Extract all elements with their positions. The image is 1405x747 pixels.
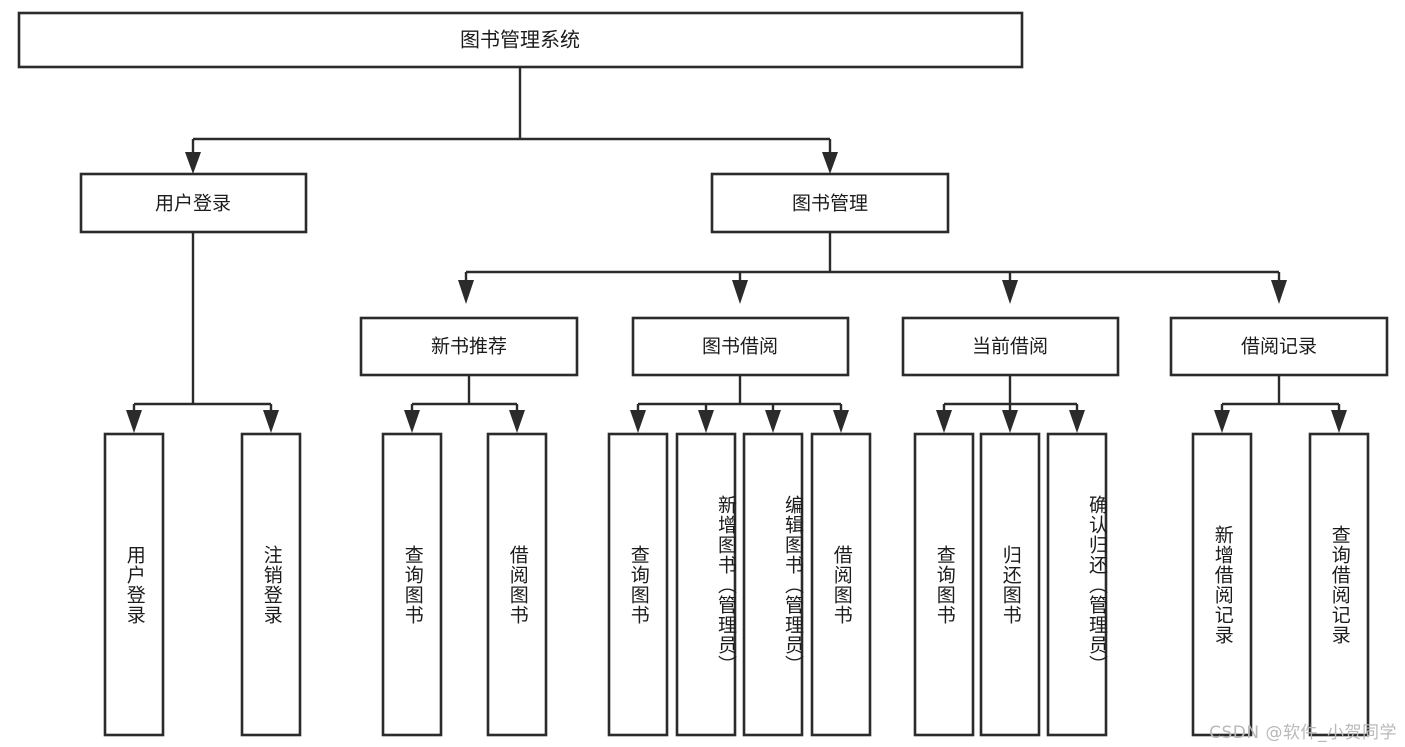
node-leaf-query-book-2-box[interactable] [607,432,669,737]
node-borrow-record-label: 借阅记录 [1241,336,1317,358]
node-leaf-confirm-return-box[interactable] [1046,432,1108,737]
arrow-to-user-login [185,152,201,174]
arrow-to-leaf-borrow-book-1 [509,410,525,433]
node-leaf-borrow-book-1-box[interactable] [486,432,548,737]
node-book-borrow-box[interactable] [631,316,850,377]
node-leaf-edit-book-box[interactable] [742,432,804,737]
arrow-to-leaf-logout [263,410,279,433]
arrow-to-leaf-query-book-1 [404,410,420,433]
node-new-book-rec-label: 新书推荐 [431,336,507,358]
watermark-text: CSDN @软件_小贺同学 [1209,723,1397,743]
arrow-to-leaf-add-record [1214,410,1230,433]
node-leaf-add-record-box[interactable] [1191,432,1253,737]
arrow-to-leaf-query-book-3 [936,410,952,433]
node-leaf-user-login-box[interactable] [103,432,165,737]
arrow-to-leaf-query-book-2 [630,410,646,433]
node-book-manage-label: 图书管理 [792,193,868,215]
node-user-login-label: 用户登录 [155,193,231,215]
node-root-box[interactable] [17,11,1024,69]
node-leaf-logout-box[interactable] [240,432,302,737]
node-new-book-rec-box[interactable] [359,316,579,377]
node-leaf-query-book-3-box[interactable] [913,432,975,737]
node-leaf-add-book-box[interactable] [675,432,737,737]
arrow-to-leaf-add-book [698,410,714,433]
arrow-to-book-borrow [732,280,748,304]
node-book-manage[interactable]: 图书管理 [710,172,950,234]
node-borrow-record[interactable]: 借阅记录 [1169,316,1389,377]
arrow-to-leaf-return-book [1002,410,1018,433]
arrow-to-leaf-edit-book [765,410,781,433]
node-current-borrow-box[interactable] [901,316,1120,377]
arrow-to-borrow-record [1271,280,1287,304]
node-new-book-rec[interactable]: 新书推荐 [359,316,579,377]
node-borrow-record-box[interactable] [1169,316,1389,377]
node-leaf-query-record-box[interactable] [1308,432,1370,737]
node-user-login[interactable]: 用户登录 [79,172,308,234]
node-leaf-query-book-1-box[interactable] [381,432,443,737]
arrow-to-book-manage [822,152,838,174]
node-leaf-return-book-box[interactable] [979,432,1041,737]
node-book-borrow[interactable]: 图书借阅 [631,316,850,377]
node-root[interactable]: 图书管理系统 [17,11,1024,69]
arrow-to-current-borrow [1002,280,1018,304]
node-root-label: 图书管理系统 [460,28,580,52]
arrow-to-leaf-confirm-return [1069,410,1085,433]
node-book-manage-box[interactable] [710,172,950,234]
node-current-borrow[interactable]: 当前借阅 [901,316,1120,377]
leaf-boxes [103,432,1370,737]
arrow-to-leaf-user-login [126,410,142,433]
node-book-borrow-label: 图书借阅 [702,336,778,358]
node-leaf-borrow-book-2-box[interactable] [810,432,872,737]
node-user-login-box[interactable] [79,172,308,234]
arrow-to-leaf-query-record [1331,410,1347,433]
arrow-to-leaf-borrow-book-2 [833,410,849,433]
arrow-to-new-book-rec [458,280,474,304]
node-current-borrow-label: 当前借阅 [972,336,1048,358]
connector-layer [126,67,1347,433]
